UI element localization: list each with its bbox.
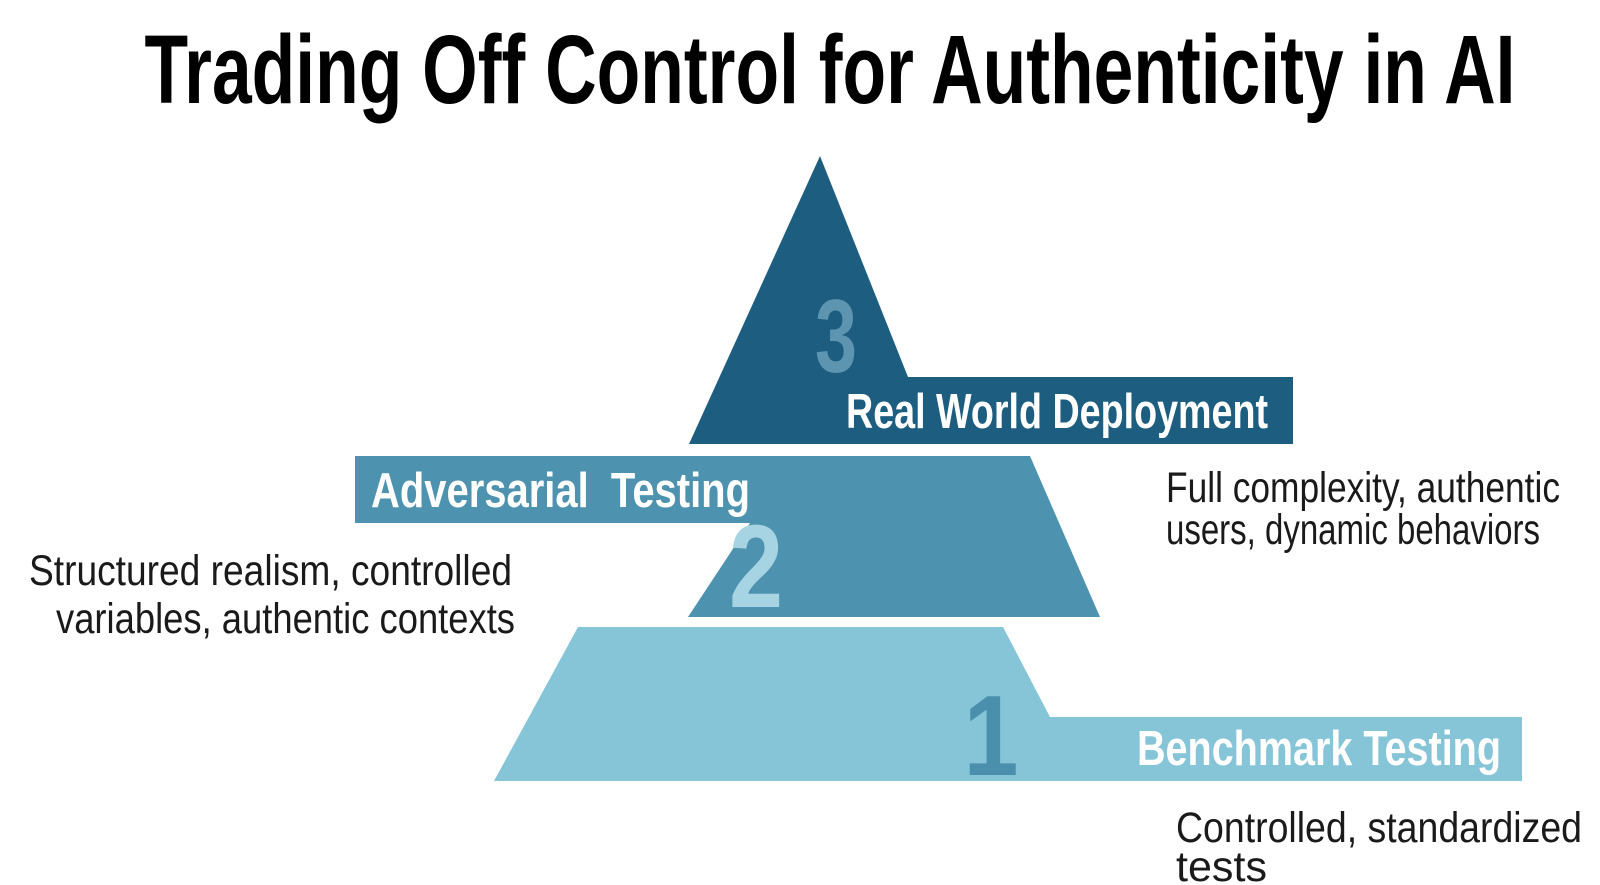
tier-2-shape: [355, 456, 1100, 617]
tier-3-description-line-1: Full complexity, authentic: [1166, 464, 1560, 512]
tier-1-label: Benchmark Testing: [1137, 722, 1501, 776]
tier-1-shape: [494, 627, 1522, 781]
tier-2-description-line-1: Structured realism, controlled: [29, 547, 512, 595]
tier-3-label: Real World Deployment: [846, 385, 1268, 439]
tier-1-description-line-2: tests: [1176, 843, 1267, 885]
tier-1-number: 1: [964, 673, 1019, 800]
pyramid-tier-3: 3 Real World Deployment Full complexity,…: [689, 156, 1560, 554]
tier-1-description-line-1: Controlled, standardized: [1176, 804, 1582, 852]
page-title: Trading Off Control for Authenticity in …: [145, 15, 1516, 124]
tier-3-number: 3: [815, 279, 857, 395]
pyramid-tier-1: 1 Benchmark Testing Controlled, standard…: [494, 627, 1582, 885]
pyramid-tier-2: Adversarial Testing 2 Structured realism…: [29, 456, 1100, 643]
tier-2-description-line-2: variables, authentic contexts: [56, 595, 515, 643]
tier-2-label: Adversarial Testing: [371, 464, 750, 518]
tier-3-shape: [689, 156, 1293, 444]
tier-2-number: 2: [729, 501, 783, 633]
tier-3-description-line-2: users, dynamic behaviors: [1166, 506, 1540, 554]
